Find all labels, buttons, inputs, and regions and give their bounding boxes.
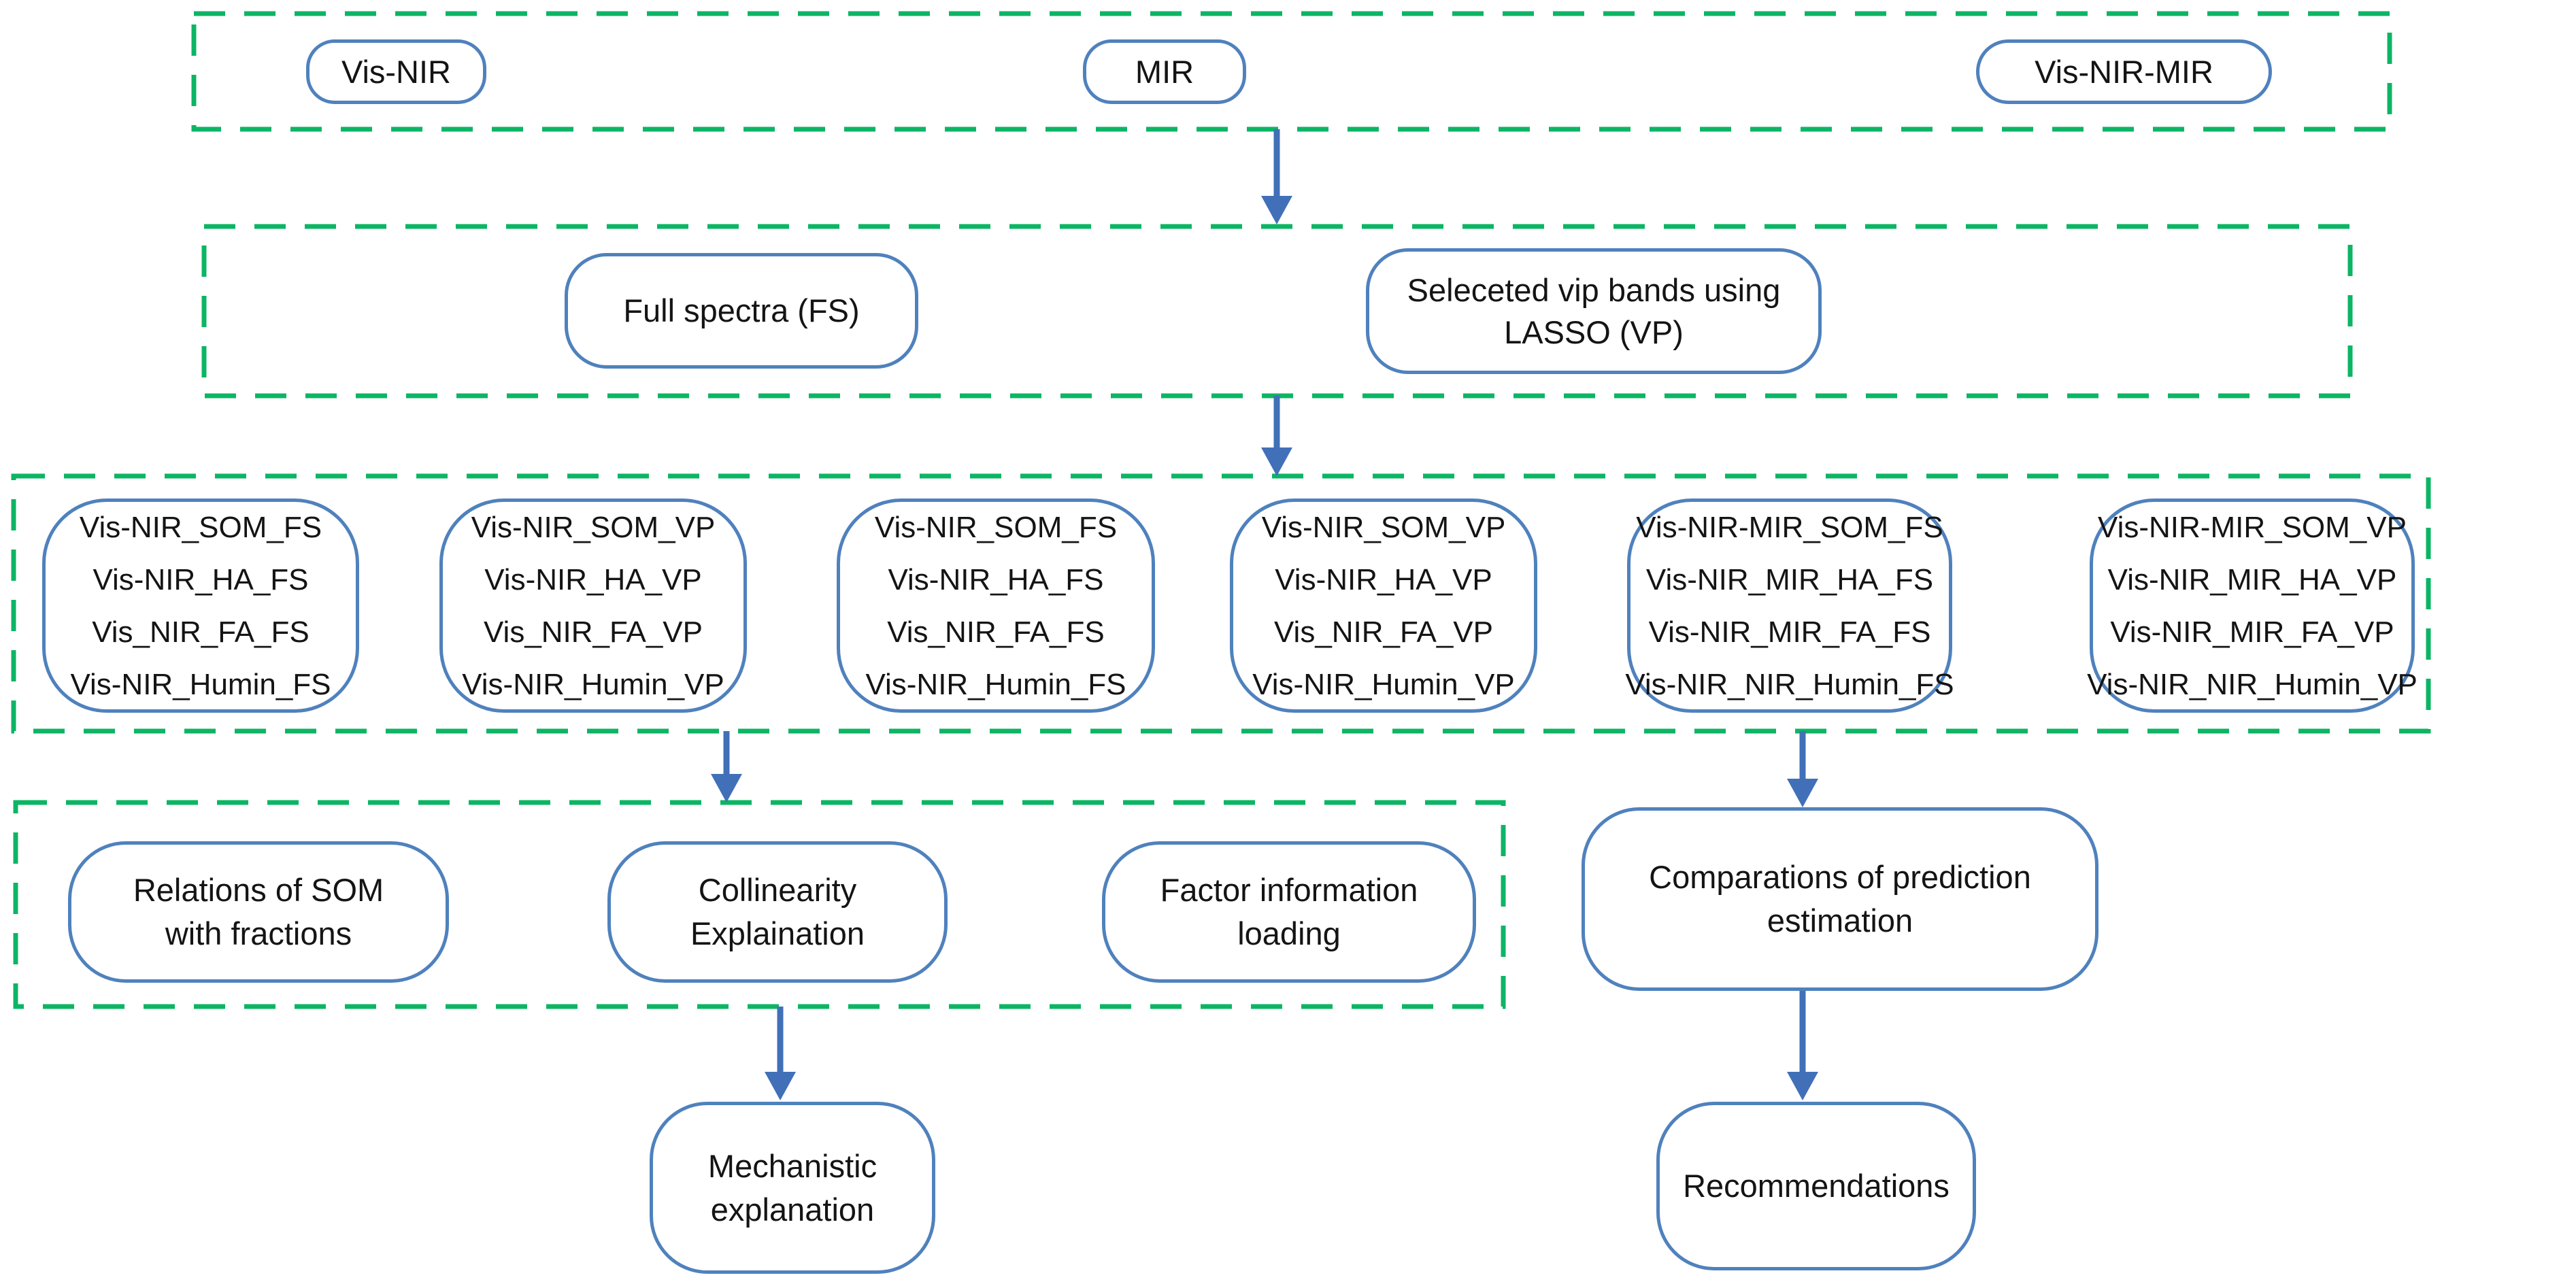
node-vis-nir-label: Vis-NIR xyxy=(341,53,452,90)
model-label: Vis_NIR_FA_VP xyxy=(1273,615,1493,649)
node-models-visnirmir-vp: Vis-NIR-MIR_SOM_VP Vis-NIR_MIR_HA_VP Vis… xyxy=(2087,499,2418,713)
node-models-visnir-fs: Vis-NIR_SOM_FS Vis-NIR_HA_FS Vis_NIR_FA_… xyxy=(42,499,359,713)
group-analysis-outline xyxy=(13,800,1506,1009)
node-models-mir-fs: Vis-NIR_SOM_FS Vis-NIR_HA_FS Vis_NIR_FA_… xyxy=(837,499,1155,713)
node-vip-bands-line1: Seleceted vip bands using xyxy=(1407,271,1781,308)
group-spectra-outline xyxy=(201,224,2353,399)
node-factor-loading: Factor information loading xyxy=(1102,841,1476,983)
model-label: Vis-NIR_Humin_FS xyxy=(865,667,1126,701)
node-vis-nir-mir-label: Vis-NIR-MIR xyxy=(2035,53,2213,90)
node-recommendations-label: Recommendations xyxy=(1683,1168,1950,1204)
node-vis-nir: Vis-NIR xyxy=(306,39,486,104)
node-relations-som: Relations of SOM with fractions xyxy=(68,841,449,983)
node-collinearity-line1: Collinearity xyxy=(698,872,857,908)
node-relations-som-line1: Relations of SOM xyxy=(133,872,384,908)
model-label: Vis_NIR_FA_VP xyxy=(483,615,703,649)
model-label: Vis-NIR_SOM_FS xyxy=(79,510,322,544)
node-models-mir-vp: Vis-NIR_SOM_VP Vis-NIR_HA_VP Vis_NIR_FA_… xyxy=(1230,499,1537,713)
model-label: Vis-NIR_Humin_VP xyxy=(462,667,724,701)
model-label: Vis-NIR_MIR_FA_VP xyxy=(2110,615,2394,649)
node-full-spectra-label: Full spectra (FS) xyxy=(623,292,860,328)
model-label: Vis-NIR_NIR_Humin_VP xyxy=(2087,667,2418,701)
node-vis-nir-mir: Vis-NIR-MIR xyxy=(1976,39,2272,104)
model-label: Vis-NIR_Humin_FS xyxy=(70,667,331,701)
arrow-spectra-to-models xyxy=(1261,396,1292,476)
node-factor-loading-line2: loading xyxy=(1237,915,1341,951)
model-label: Vis-NIR-MIR_SOM_FS xyxy=(1636,510,1943,544)
node-factor-loading-line1: Factor information xyxy=(1160,872,1418,908)
node-relations-som-line2: with fractions xyxy=(165,915,352,951)
model-label: Vis-NIR_SOM_FS xyxy=(874,510,1118,544)
model-label: Vis_NIR_FA_FS xyxy=(92,615,310,649)
node-vip-bands-line2: LASSO (VP) xyxy=(1504,314,1684,350)
node-recommendations: Recommendations xyxy=(1656,1102,1976,1270)
model-label: Vis-NIR_SOM_VP xyxy=(471,510,716,544)
arrow-models-to-analysis xyxy=(711,731,742,802)
model-label: Vis-NIR_NIR_Humin_FS xyxy=(1625,667,1954,701)
model-label: Vis-NIR_SOM_VP xyxy=(1261,510,1506,544)
node-models-visnirmir-fs: Vis-NIR-MIR_SOM_FS Vis-NIR_MIR_HA_FS Vis… xyxy=(1625,499,1954,713)
model-label: Vis-NIR_MIR_FA_FS xyxy=(1648,615,1931,649)
node-mechanistic: Mechanistic explanation xyxy=(650,1102,935,1274)
node-full-spectra: Full spectra (FS) xyxy=(565,253,918,369)
model-label: Vis-NIR_HA_FS xyxy=(888,562,1104,596)
node-vip-bands: Seleceted vip bands using LASSO (VP) xyxy=(1366,248,1822,374)
node-mir: MIR xyxy=(1083,39,1246,104)
model-label: Vis-NIR_MIR_HA_FS xyxy=(1645,562,1934,596)
model-label: Vis-NIR-MIR_SOM_VP xyxy=(2098,510,2407,544)
model-label: Vis-NIR_HA_VP xyxy=(484,562,702,596)
node-models-visnir-vp: Vis-NIR_SOM_VP Vis-NIR_HA_VP Vis_NIR_FA_… xyxy=(439,499,747,713)
model-label: Vis-NIR_MIR_HA_VP xyxy=(2107,562,2397,596)
model-label: Vis-NIR_HA_FS xyxy=(93,562,309,596)
arrow-analysis-to-mechanistic xyxy=(765,1007,796,1100)
model-label: Vis-NIR_Humin_VP xyxy=(1252,667,1515,701)
node-comparations-line2: estimation xyxy=(1767,902,1913,939)
arrow-comparations-to-recommendations xyxy=(1787,991,1818,1100)
node-collinearity: Collinearity Explaination xyxy=(607,841,948,983)
node-comparations: Comparations of prediction estimation xyxy=(1582,807,2098,991)
model-label: Vis-NIR_HA_VP xyxy=(1275,562,1492,596)
node-comparations-line1: Comparations of prediction xyxy=(1649,859,2031,895)
node-mir-label: MIR xyxy=(1135,53,1194,90)
node-mechanistic-line2: explanation xyxy=(710,1191,875,1228)
model-label: Vis_NIR_FA_FS xyxy=(887,615,1105,649)
arrow-sensors-to-spectra xyxy=(1261,129,1292,224)
node-mechanistic-line1: Mechanistic xyxy=(707,1147,877,1184)
arrow-models-to-comparations xyxy=(1787,731,1818,807)
group-models-outline xyxy=(11,473,2431,734)
node-collinearity-line2: Explaination xyxy=(690,915,865,951)
